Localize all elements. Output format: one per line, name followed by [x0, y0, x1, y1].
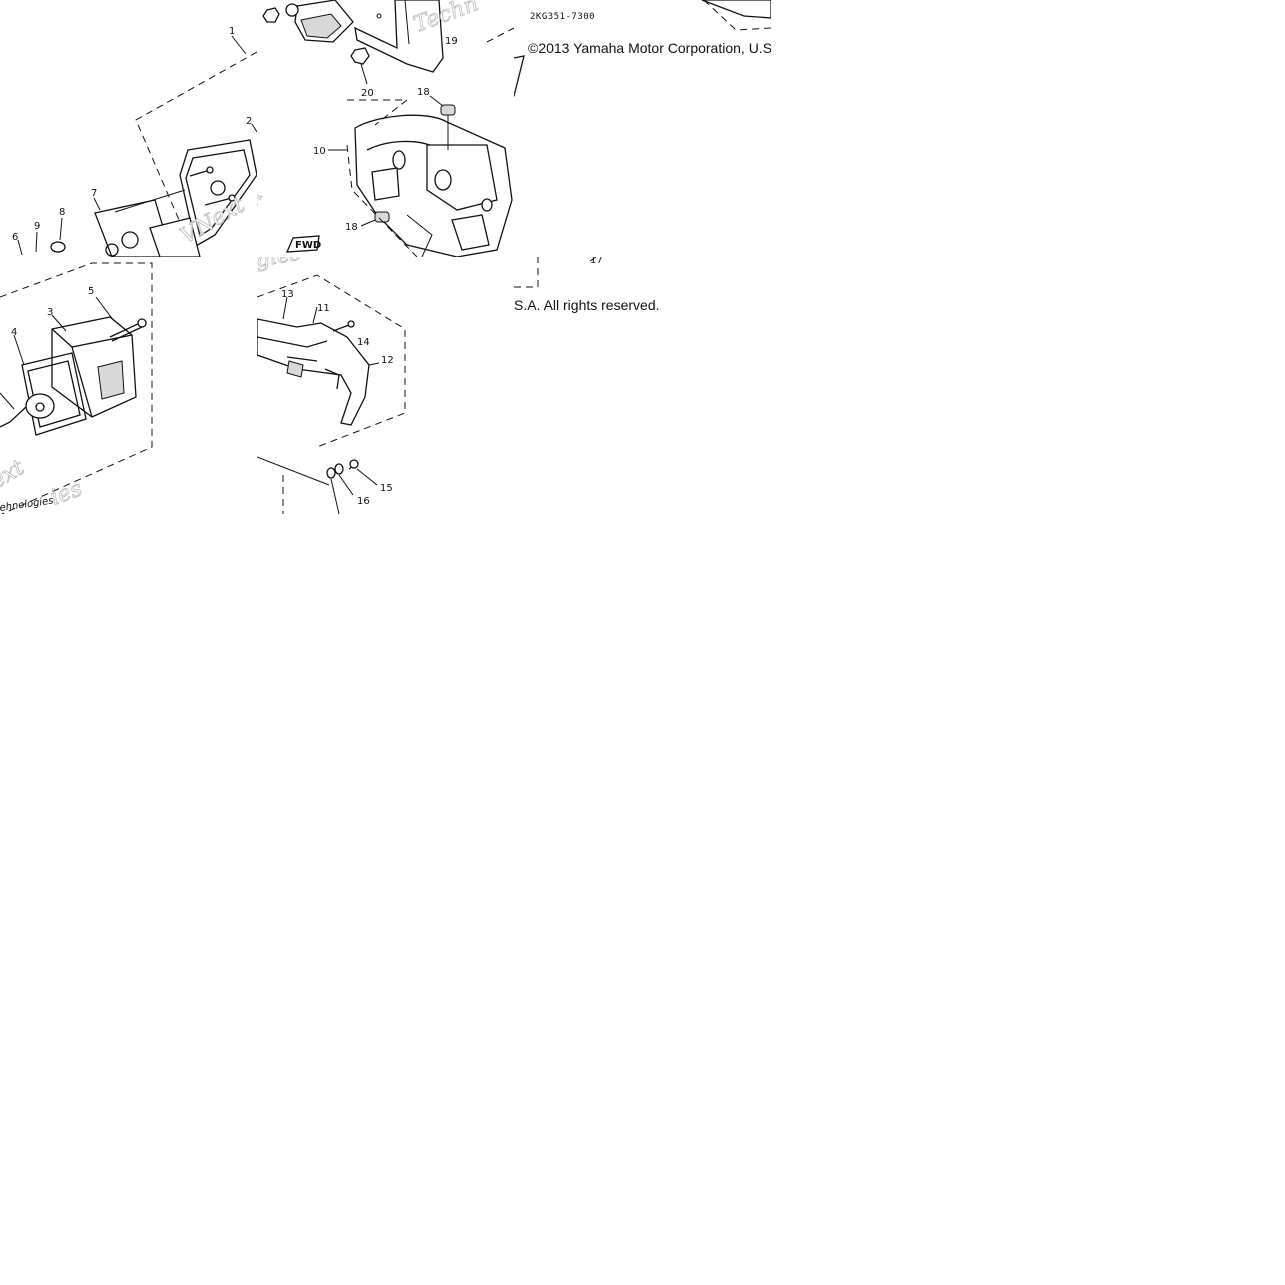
svg-text:10: 10 [313, 146, 326, 157]
svg-text:16: 16 [357, 496, 370, 507]
svg-text:ehnologies: ehnologies [0, 496, 54, 514]
svg-text:20: 20 [361, 88, 374, 99]
svg-text:18: 18 [417, 87, 430, 98]
fwd-label: FWD [295, 240, 321, 251]
svg-text:17: 17 [590, 257, 603, 266]
diagram-tile-middle-left: 5 3 4 ext ies ehnologies [0, 257, 257, 514]
svg-text:5: 5 [88, 286, 94, 297]
svg-text:ext: ext [0, 455, 29, 494]
diagram-tile-top-middle: 19 20 18 10 18 FWD Techn Tech [257, 0, 514, 257]
svg-text:2: 2 [246, 116, 252, 127]
svg-text:Tech: Tech [257, 185, 268, 243]
svg-text:19: 19 [445, 36, 458, 47]
svg-text:6: 6 [12, 232, 18, 243]
diagram-tile-middle-right: 17 S.A. All rights reserved. [514, 257, 771, 514]
svg-text:8: 8 [59, 207, 65, 218]
svg-text:14: 14 [357, 337, 370, 348]
svg-text:13: 13 [281, 289, 294, 300]
svg-text:9: 9 [34, 221, 40, 232]
svg-text:7: 7 [91, 188, 97, 199]
diagram-tile-top-right: 2KG351-7300 ©2013 Yamaha Motor Corporati… [514, 0, 771, 257]
svg-text:12: 12 [381, 355, 394, 366]
copyright-line-1: ©2013 Yamaha Motor Corporation, U.S [528, 40, 771, 56]
svg-text:18: 18 [345, 222, 358, 233]
svg-text:1: 1 [229, 26, 235, 37]
svg-text:3: 3 [47, 307, 53, 318]
svg-text:4: 4 [11, 327, 17, 338]
copyright-line-2: S.A. All rights reserved. [514, 297, 660, 313]
svg-text:15: 15 [380, 483, 393, 494]
svg-text:11: 11 [317, 303, 330, 314]
svg-text:gies: gies [257, 257, 303, 273]
diagram-tile-top-left: 1 2 7 8 9 6 VNext [0, 0, 257, 257]
diagram-tile-middle-center: 13 11 14 12 15 16 gies [257, 257, 514, 514]
drawing-code: 2KG351-7300 [530, 12, 596, 22]
